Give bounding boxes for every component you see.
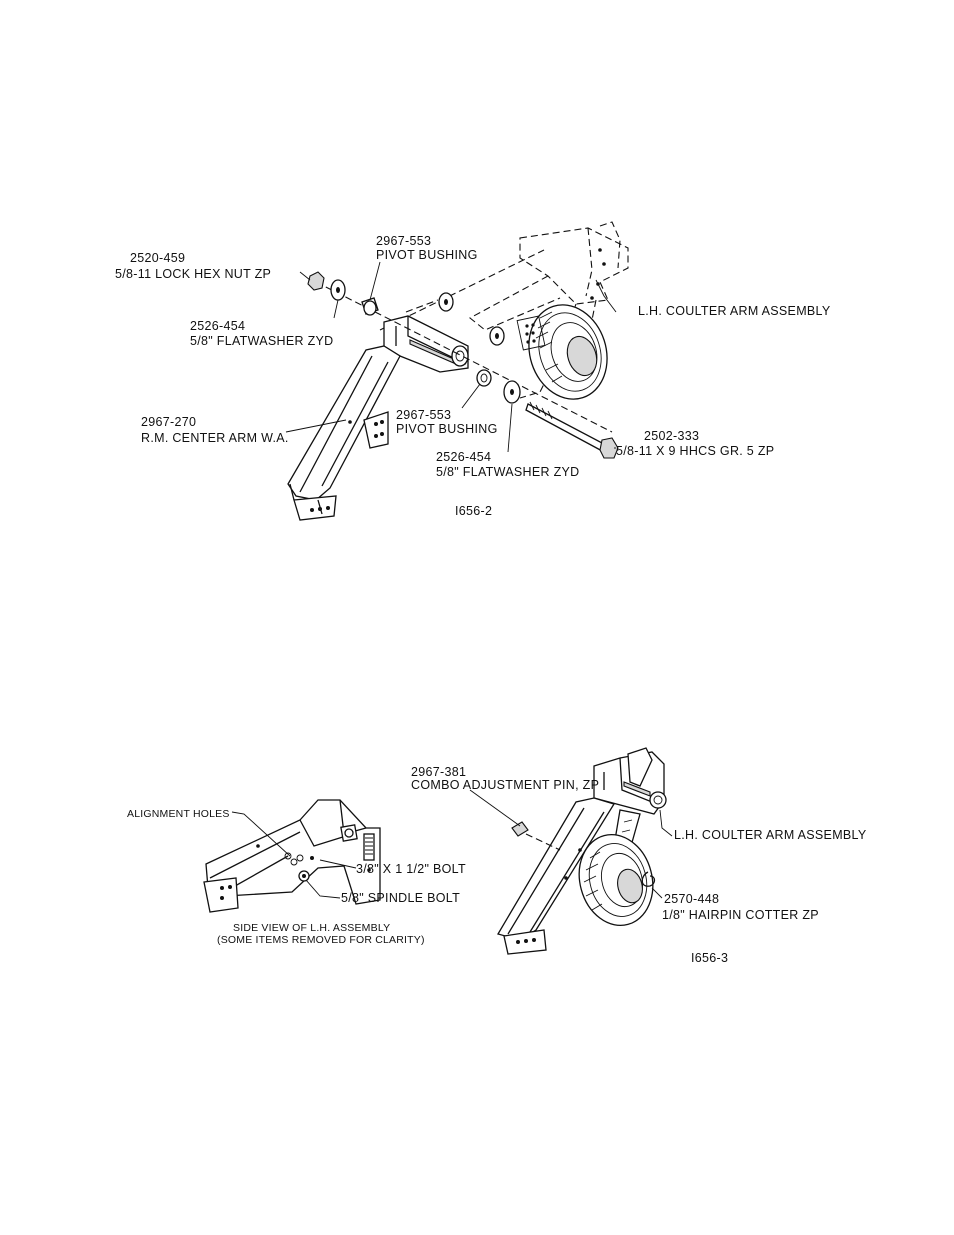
alignment-holes-label: ALIGNMENT HOLES: [127, 808, 230, 820]
bolt-part-number: 2502-333: [644, 429, 699, 443]
center-arm-weldment: [287, 315, 469, 521]
center-arm-part-number: 2967-270: [141, 415, 196, 429]
side-view-caption-line2: (SOME ITEMS REMOVED FOR CLARITY): [217, 934, 425, 946]
figure-1-id: I656-2: [455, 504, 492, 518]
side-view-caption-line1: SIDE VIEW OF L.H. ASSEMBLY: [233, 922, 390, 934]
figure-2-id: I656-3: [691, 951, 728, 965]
bushing-bottom-description: PIVOT BUSHING: [396, 422, 498, 436]
cotter-part-number: 2570-448: [664, 892, 719, 906]
washer-left-part-number: 2526-454: [190, 319, 245, 333]
hardware-stack: [307, 271, 619, 459]
lock-nut-icon: [307, 271, 325, 291]
bushing-top-description: PIVOT BUSHING: [376, 248, 478, 262]
washer-left-description: 5/8" FLATWASHER ZYD: [190, 334, 334, 348]
figure-1-exploded-view: 2520-459 5/8-11 LOCK HEX NUT ZP 2967-553…: [115, 221, 831, 521]
washer-bottom-description: 5/8" FLATWASHER ZYD: [436, 465, 580, 479]
pin-description: COMBO ADJUSTMENT PIN, ZP: [411, 778, 599, 792]
coulter-arm-label-fig2: L.H. COULTER ARM ASSEMBLY: [674, 828, 867, 842]
coulter-arm-phantom: [379, 221, 629, 400]
center-arm-description: R.M. CENTER ARM W.A.: [141, 431, 289, 445]
bolt-description: 5/8-11 X 9 HHCS GR. 5 ZP: [616, 444, 774, 458]
cotter-description: 1/8" HAIRPIN COTTER ZP: [662, 908, 819, 922]
spindle-bolt-label: 5/8" SPINDLE BOLT: [341, 891, 460, 905]
washer-bottom-part-number: 2526-454: [436, 450, 491, 464]
figure-2-views: ALIGNMENT HOLES 3/8" X 1 1/2" BOLT 5/8" …: [127, 747, 867, 965]
hex-bolt-icon: [525, 401, 619, 459]
leader-lines-fig1: [285, 261, 617, 453]
side-view-lh-assembly: [203, 799, 381, 913]
hairpin-cotter-icon: [641, 871, 656, 887]
coulter-arm-label-fig1: L.H. COULTER ARM ASSEMBLY: [638, 304, 831, 318]
combo-adjustment-pin-icon: [511, 821, 529, 837]
pin-part-number: 2967-381: [411, 765, 466, 779]
nut-description: 5/8-11 LOCK HEX NUT ZP: [115, 267, 271, 281]
assembled-view-lh: [469, 747, 673, 955]
bushing-top-part-number: 2967-553: [376, 234, 431, 248]
pivot-bushing-bottom-icon: [476, 369, 492, 387]
nut-part-number: 2520-459: [130, 251, 185, 265]
small-bolt-label: 3/8" X 1 1/2" BOLT: [356, 862, 466, 876]
bushing-bottom-part-number: 2967-553: [396, 408, 451, 422]
